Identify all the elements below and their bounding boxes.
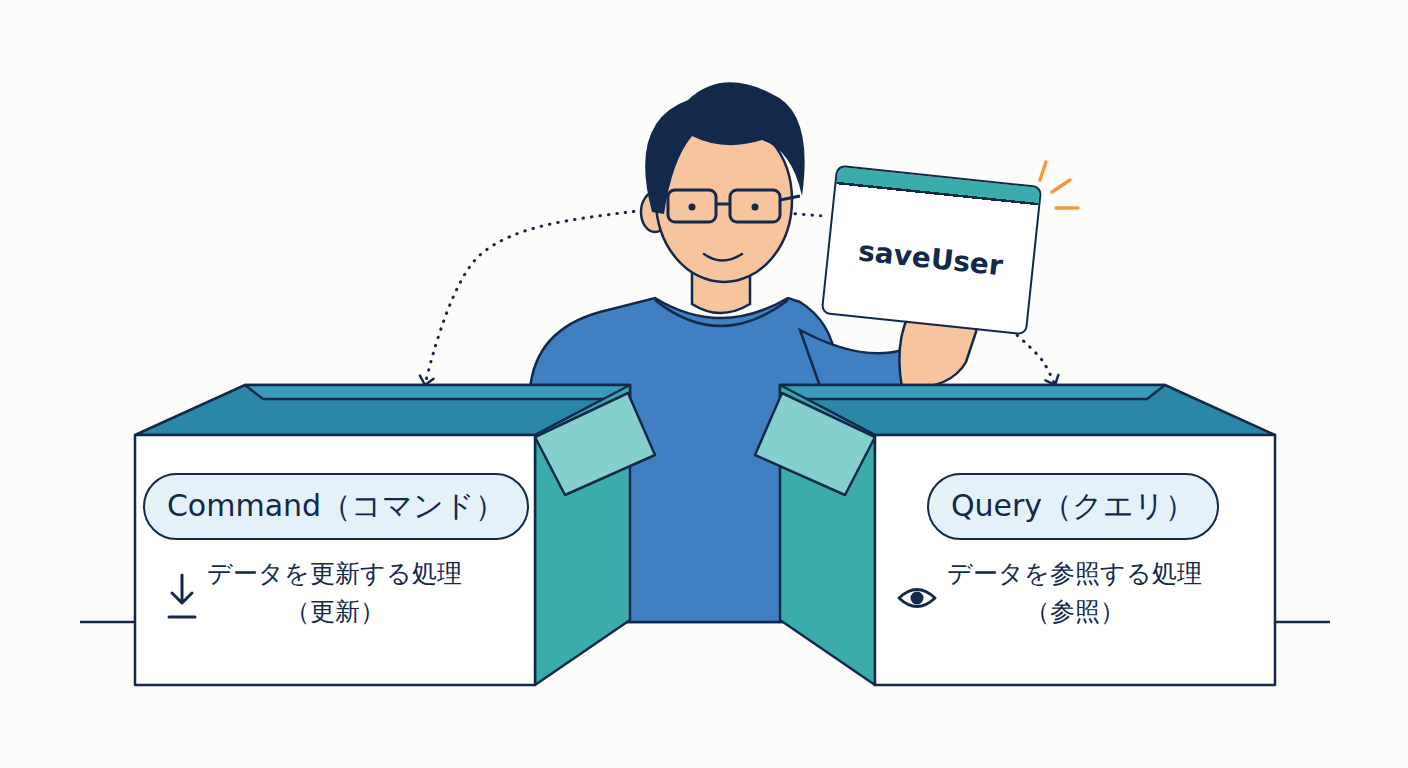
icon — [899, 590, 935, 607]
glasses — [730, 190, 780, 222]
smile — [704, 254, 742, 261]
command-label-pill: Command（コマンド） — [143, 473, 529, 540]
glasses — [780, 196, 800, 200]
box-flap — [535, 393, 655, 495]
box-shape — [755, 385, 1275, 685]
eye — [689, 204, 696, 211]
sparkle — [1052, 180, 1070, 192]
sparkle — [1056, 206, 1078, 210]
icon — [169, 575, 195, 617]
download-icon — [169, 575, 195, 617]
method-card: saveUser — [821, 165, 1043, 336]
box-flap — [755, 393, 875, 495]
box-shape — [135, 385, 655, 685]
command-box: Command（コマンド） データを更新する処理 （更新） — [135, 385, 655, 685]
category-label: Query（クエリ） — [951, 486, 1195, 527]
sparkle — [1040, 162, 1046, 180]
box-inner-wall — [245, 385, 630, 399]
description-text: データを更新する処理 （更新） — [197, 555, 472, 630]
dotted-arrow — [1017, 335, 1055, 385]
query-label-pill: Query（クエリ） — [927, 473, 1219, 540]
glasses — [716, 203, 730, 206]
box-inner-wall — [780, 385, 1165, 399]
box-front — [875, 435, 1275, 685]
glasses — [668, 190, 716, 222]
category-label: Command（コマンド） — [167, 486, 505, 527]
sparkle — [1040, 162, 1078, 208]
eye — [752, 204, 759, 211]
method-name: saveUser — [857, 234, 1005, 282]
collar — [655, 300, 788, 326]
query-box: Query（クエリ） データを参照する処理 （参照） — [755, 385, 1275, 685]
eye-icon — [899, 590, 935, 607]
description-text: データを参照する処理 （参照） — [937, 555, 1212, 630]
eye-icon — [912, 593, 922, 603]
box-front — [135, 435, 535, 685]
